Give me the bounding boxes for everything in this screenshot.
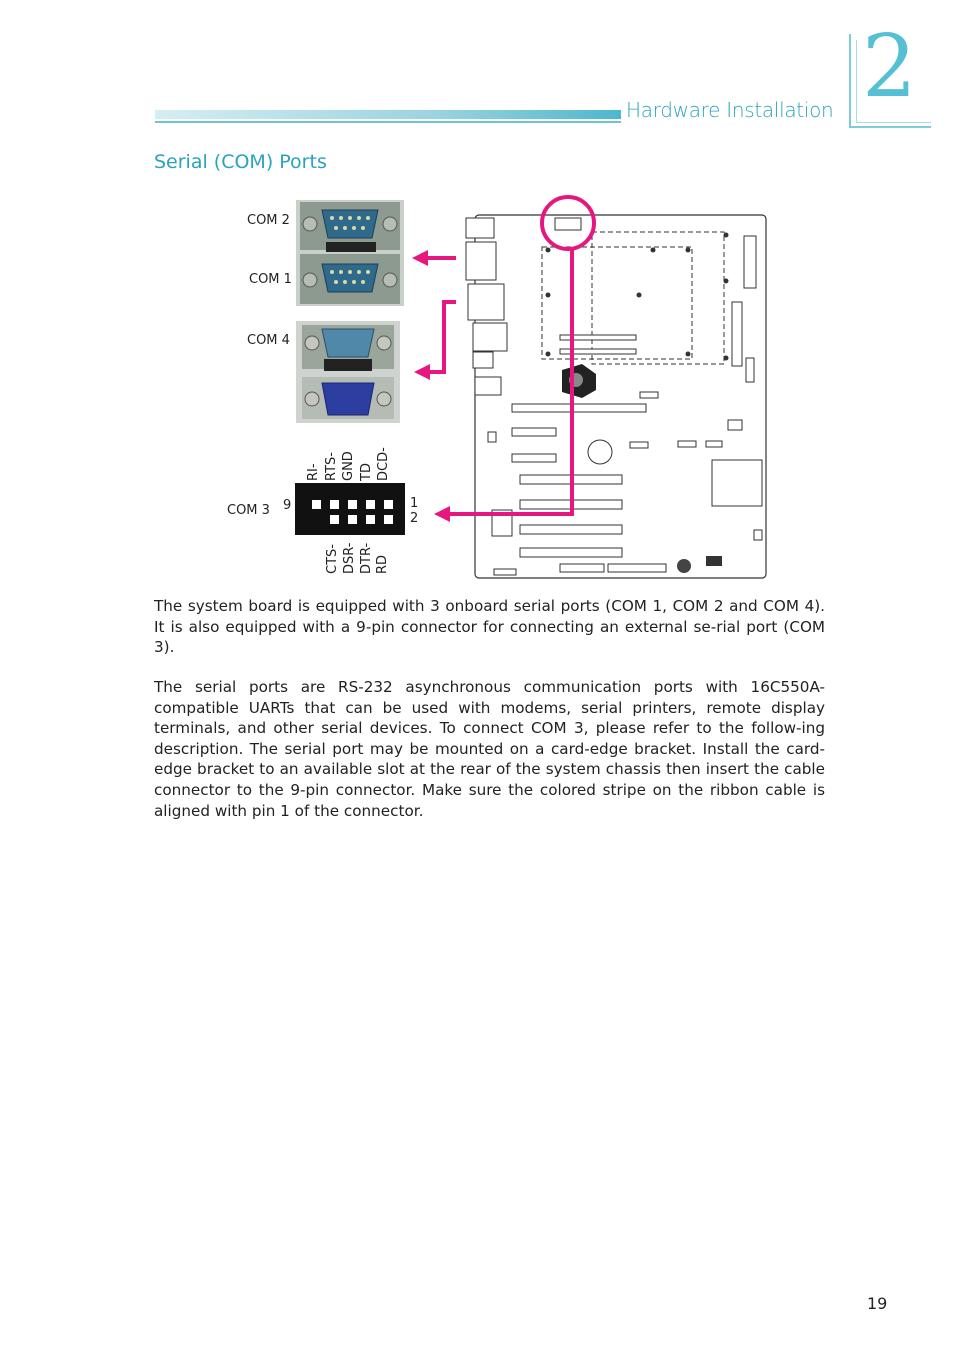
page-number: 19 xyxy=(867,1294,888,1313)
pin1-label: 1 xyxy=(410,496,419,511)
com4-label: COM 4 xyxy=(247,333,290,348)
com2-label: COM 2 xyxy=(247,213,290,228)
pin-label-dtr: DTR- xyxy=(359,542,374,574)
pin-label-cts: CTS- xyxy=(325,544,340,574)
pin2-label: 2 xyxy=(410,511,419,526)
com3-pin-header xyxy=(295,483,405,535)
com1-com2-port-image xyxy=(296,200,404,306)
paragraph-intro: The system board is equipped with 3 onbo… xyxy=(154,597,825,657)
pin-label-gnd: GND xyxy=(341,451,356,481)
section-title: Serial (COM) Ports xyxy=(154,151,327,173)
pin-label-td: TD xyxy=(359,463,374,481)
chapter-frame-inner xyxy=(856,40,931,123)
pin-label-dcd: DCD- xyxy=(376,447,391,481)
header-bar xyxy=(155,110,621,119)
chapter-frame xyxy=(849,34,931,128)
paragraph-description: The serial ports are RS-232 asynchronous… xyxy=(154,678,825,820)
header-section-label: Hardware Installation xyxy=(626,98,834,122)
com3-label: COM 3 xyxy=(227,503,270,518)
callout-arrows xyxy=(412,195,596,522)
chapter-number: 2 xyxy=(862,17,917,117)
header-rule xyxy=(155,121,621,123)
pin-label-rd: RD xyxy=(375,554,390,574)
pin-label-ri: RI- xyxy=(306,463,321,481)
com4-vga-port-image xyxy=(296,321,400,423)
com1-label: COM 1 xyxy=(249,272,292,287)
pin-label-rts: RTS- xyxy=(324,452,339,481)
pin-label-dsr: DSR- xyxy=(342,542,357,574)
pin9-label: 9 xyxy=(283,498,292,513)
